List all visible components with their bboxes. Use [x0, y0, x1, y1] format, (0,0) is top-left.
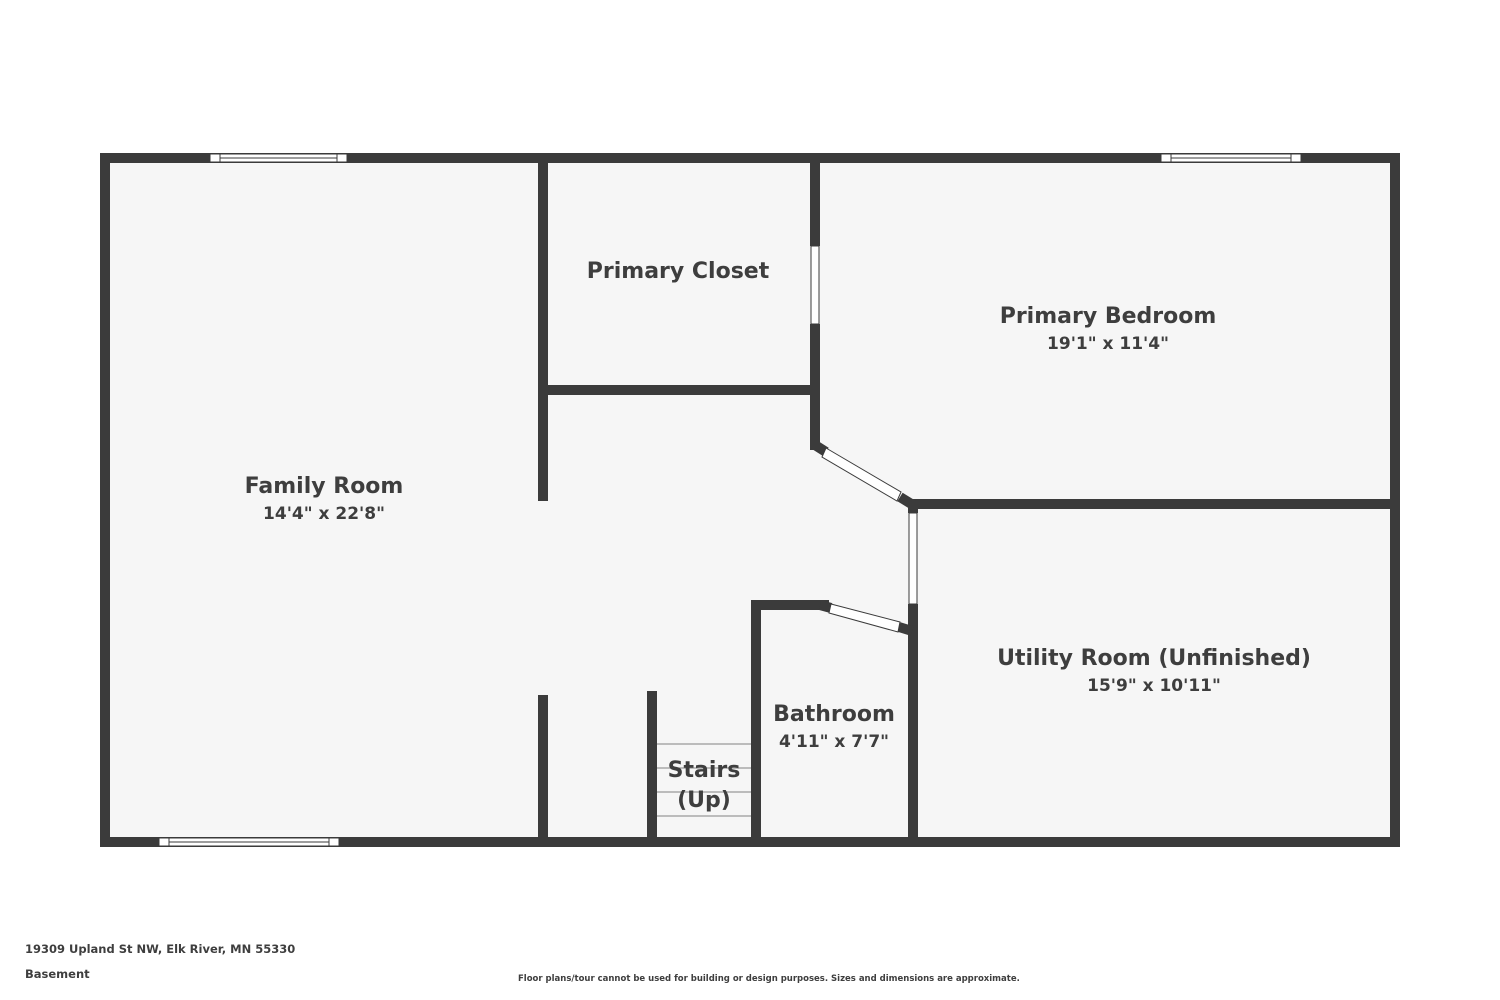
wall-closet-left [538, 158, 548, 501]
primary-bedroom-name: Primary Bedroom [1000, 304, 1217, 329]
stairs-label-line1: Stairs [668, 758, 741, 783]
wall-stairs-left [647, 691, 657, 842]
outer-wall-top [100, 153, 1400, 163]
wall-bath-top [751, 600, 829, 610]
utility-room-name: Utility Room (Unfinished) [997, 646, 1311, 671]
primary-closet-name: Primary Closet [587, 259, 770, 284]
wall-family-lower [538, 695, 548, 842]
outer-wall-left [100, 153, 110, 847]
window-top-left [209, 153, 348, 163]
wall-utility-left-top [908, 499, 918, 513]
wall-bedroom-bottom [908, 499, 1395, 509]
primary-bedroom-dims: 19'1" x 11'4" [1047, 334, 1169, 354]
wall-bath-left [751, 600, 761, 842]
utility-opening [908, 512, 918, 605]
walls [100, 153, 1400, 847]
wall-closet-bottom [538, 385, 817, 395]
property-address: 19309 Upland St NW, Elk River, MN 55330 [25, 942, 296, 956]
wall-closet-right-top [810, 158, 820, 246]
bathroom-name: Bathroom [773, 702, 895, 727]
stairs-label-line2: (Up) [677, 788, 731, 813]
wall-closet-right-bottom [810, 324, 820, 450]
angled-wall-stubs [812, 440, 916, 636]
wall-utility-left [908, 604, 918, 842]
disclaimer-text: Floor plans/tour cannot be used for buil… [518, 974, 1020, 984]
outer-wall-bottom [100, 837, 1400, 847]
family-room-name: Family Room [245, 474, 404, 499]
utility-room-dims: 15'9" x 10'11" [1087, 676, 1221, 696]
stair-treads [656, 743, 751, 817]
window-bottom-left [158, 837, 340, 847]
angled-openings [821, 447, 902, 633]
windows [158, 153, 1302, 847]
bathroom-dims: 4'11" x 7'7" [779, 732, 889, 752]
closet-bedroom-opening [810, 245, 820, 325]
family-room-dims: 14'4" x 22'8" [263, 504, 385, 524]
window-top-right [1160, 153, 1302, 163]
floor-level-label: Basement [25, 967, 90, 981]
